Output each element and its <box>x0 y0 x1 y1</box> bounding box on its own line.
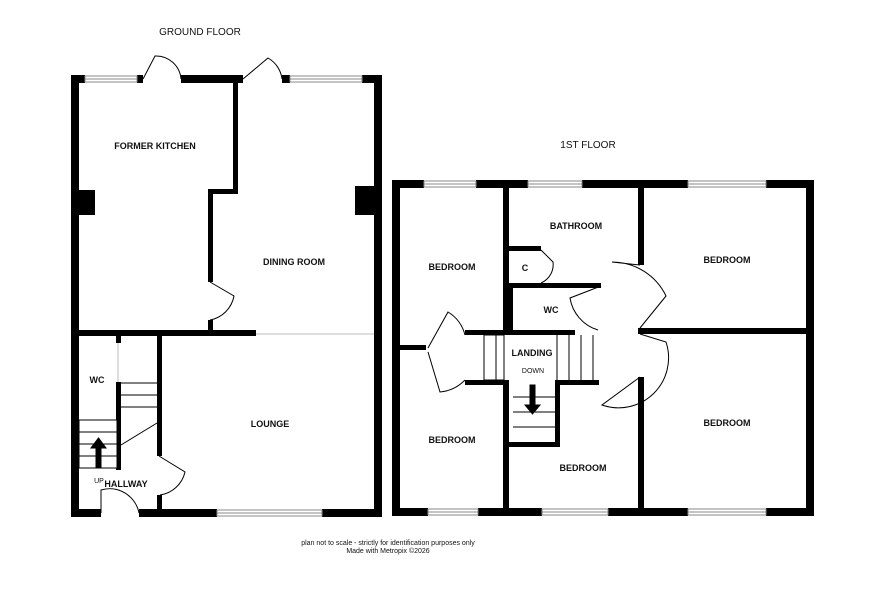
wall <box>509 288 513 330</box>
window <box>687 508 767 516</box>
wall <box>282 75 290 83</box>
wall <box>465 330 575 335</box>
wall <box>400 345 426 350</box>
wall <box>374 75 382 517</box>
wall <box>503 188 509 330</box>
window <box>216 509 323 517</box>
chimney-breast <box>79 190 95 215</box>
room-label-first-wc: WC <box>544 305 559 315</box>
stairs-arrow-down <box>523 384 542 415</box>
door-swing <box>242 57 283 80</box>
wall <box>555 380 599 385</box>
first-floor-title: 1ST FLOOR <box>560 140 615 151</box>
wall <box>476 180 528 188</box>
wall <box>137 75 143 83</box>
wall <box>478 508 542 516</box>
room-label-bathroom: BATHROOM <box>550 221 602 231</box>
door-swing <box>209 281 235 321</box>
wall <box>806 180 814 516</box>
wall <box>638 188 644 265</box>
stairs-down-label: DOWN <box>522 368 544 375</box>
room-label-dining-room: DINING ROOM <box>263 257 325 267</box>
wall <box>392 180 400 516</box>
wall <box>208 189 238 194</box>
wall <box>465 380 509 385</box>
wall <box>503 380 509 508</box>
room-label-former-kitchen: FORMER KITCHEN <box>114 141 196 151</box>
stairs <box>483 334 594 428</box>
room-label-landing: LANDING <box>512 348 553 358</box>
stairs-up-label: UP <box>94 478 104 485</box>
wall <box>116 382 121 470</box>
credit-text: Made with Metropix ©2026 <box>346 548 430 555</box>
wall <box>139 509 217 517</box>
room-label-bedroom-bottom-middle: BEDROOM <box>560 463 607 473</box>
room-label-lounge: LOUNGE <box>251 419 290 429</box>
room-label-cupboard: C <box>522 263 529 273</box>
door-swing <box>427 311 466 349</box>
stairs-arrow-up <box>90 437 107 469</box>
wall <box>509 283 601 288</box>
door-swing <box>600 333 670 409</box>
first-floor-plan <box>392 180 814 516</box>
room-label-bedroom-top-right: BEDROOM <box>704 255 751 265</box>
wall <box>509 442 560 447</box>
door-swing <box>427 351 466 393</box>
wall <box>638 377 644 508</box>
window <box>541 508 609 516</box>
room-label-bedroom-bottom-right: BEDROOM <box>704 418 751 428</box>
wall <box>157 336 162 456</box>
window <box>427 508 479 516</box>
wall <box>79 330 256 336</box>
wall <box>509 246 541 251</box>
room-label-bedroom-bottom-left: BEDROOM <box>429 435 476 445</box>
wall <box>71 75 79 517</box>
ground-floor-plan <box>71 75 382 517</box>
door-swing <box>569 285 602 331</box>
wall <box>71 75 85 83</box>
room-label-hallway: HALLWAY <box>104 479 147 489</box>
wall <box>208 189 213 282</box>
room-label-wc: WC <box>90 375 105 385</box>
wall <box>116 336 121 343</box>
door-swing <box>158 455 186 496</box>
disclaimer-text: plan not to scale - strictly for identif… <box>301 540 475 547</box>
chimney-breast <box>355 186 374 215</box>
door-swing <box>540 249 554 284</box>
wall <box>322 509 382 517</box>
wall <box>233 83 238 193</box>
door-swing <box>611 261 667 329</box>
window <box>687 180 767 188</box>
wall <box>555 380 560 446</box>
wall <box>208 320 213 332</box>
wall <box>71 509 101 517</box>
ground-floor-title: GROUND FLOOR <box>159 27 241 38</box>
wall <box>766 180 814 188</box>
wall <box>392 508 428 516</box>
window <box>84 75 138 83</box>
first-floor-details <box>423 180 767 516</box>
window <box>423 180 477 188</box>
window <box>527 180 583 188</box>
wall <box>392 180 424 188</box>
wall <box>608 508 688 516</box>
ground-floor-details <box>78 55 374 517</box>
wall <box>157 495 162 509</box>
room-label-bedroom-top-left: BEDROOM <box>429 262 476 272</box>
wall <box>766 508 814 516</box>
door-swing <box>142 55 182 80</box>
wall <box>638 328 806 334</box>
door-swing <box>100 488 140 514</box>
wall <box>362 75 382 83</box>
wall <box>582 180 688 188</box>
wall <box>181 75 243 83</box>
window <box>289 75 363 83</box>
